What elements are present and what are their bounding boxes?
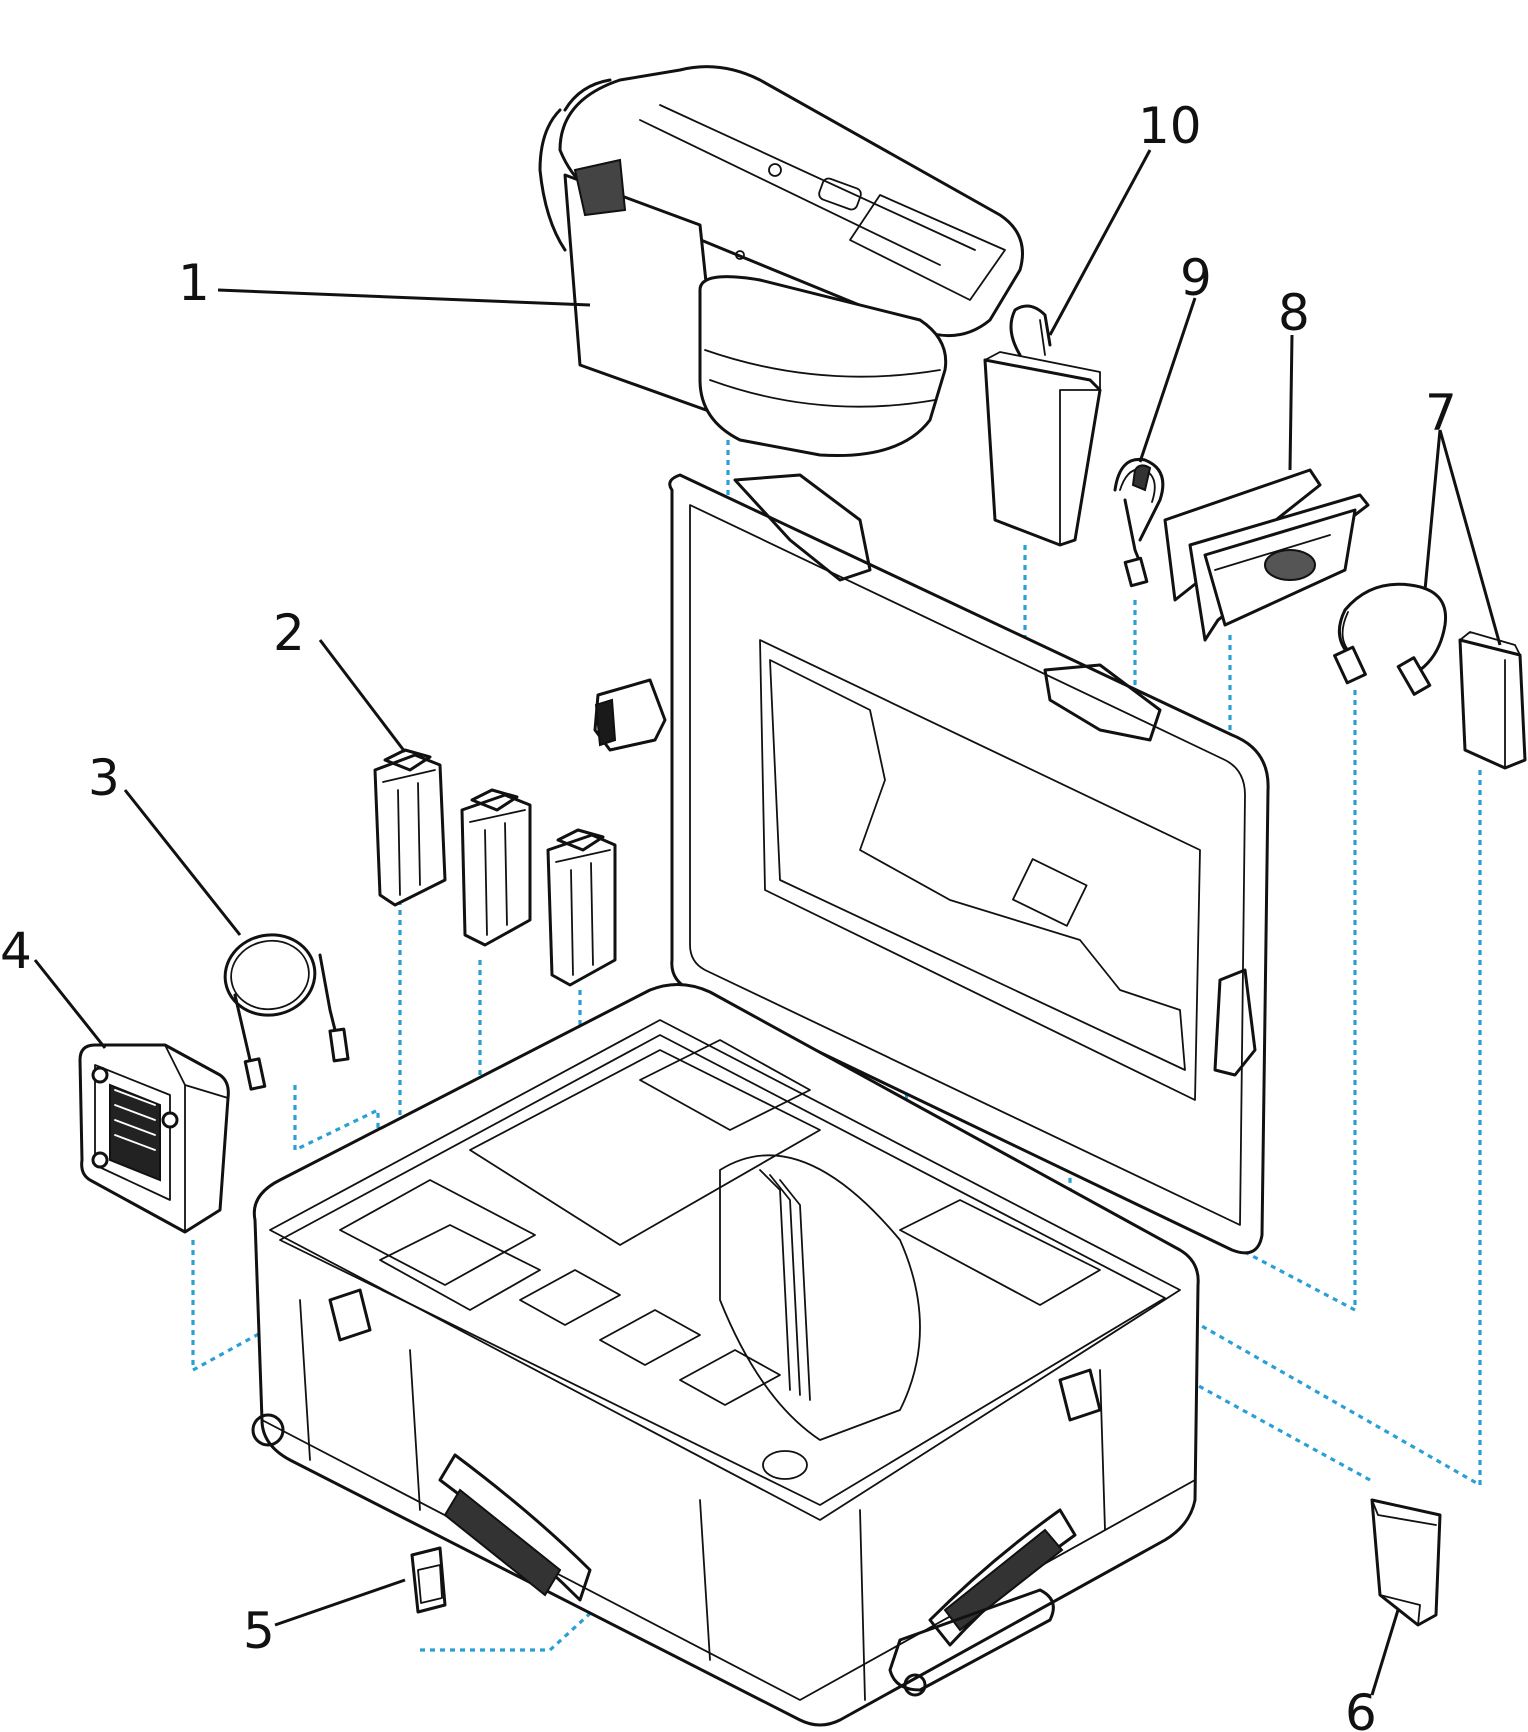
leader-10 [1048, 149, 1152, 336]
part-sd-card [410, 1546, 447, 1614]
part-usb-drive [1458, 631, 1527, 770]
part-manual [1163, 468, 1370, 642]
callout-8: 8 [1278, 284, 1310, 342]
battery-1 [373, 748, 447, 907]
callout-7: 7 [1425, 384, 1457, 442]
callout-6: 6 [1345, 1684, 1377, 1732]
callout-10: 10 [1138, 97, 1202, 155]
leader-7a [1423, 429, 1442, 591]
callout-5: 5 [243, 1602, 275, 1660]
leader-1 [217, 288, 591, 307]
leader-2 [318, 639, 407, 753]
battery-2 [460, 788, 532, 947]
part-cable [223, 933, 350, 1091]
battery-3 [546, 828, 617, 987]
part-power-cord [1113, 457, 1165, 588]
callout-9: 9 [1180, 249, 1212, 307]
hard-case [251, 473, 1270, 1727]
part-laser-scanner [538, 65, 1024, 458]
callout-3: 3 [88, 749, 120, 807]
leader-4 [33, 959, 107, 1049]
callout-2: 2 [273, 604, 305, 662]
case-lid [668, 473, 1270, 1255]
callout-1: 1 [178, 254, 210, 312]
leader-7b [1438, 429, 1502, 646]
part-charger [78, 1043, 230, 1234]
guide-charger [191, 1237, 457, 1373]
guide-cable [293, 1085, 380, 1215]
part-cleaning-cloth [1370, 1498, 1442, 1627]
callout-numbers: 1 2 3 4 5 6 7 8 9 10 [0, 97, 1457, 1732]
part-usb-cable [1333, 582, 1448, 696]
leader-lines [33, 149, 1502, 1696]
leader-5 [274, 1578, 406, 1627]
callout-4: 4 [0, 922, 32, 980]
leader-6 [1370, 1609, 1400, 1696]
leader-8 [1288, 334, 1294, 471]
leader-3 [123, 789, 242, 936]
part-batteries [373, 748, 617, 987]
part-power-adapter [983, 304, 1102, 547]
leader-9 [1138, 297, 1197, 463]
